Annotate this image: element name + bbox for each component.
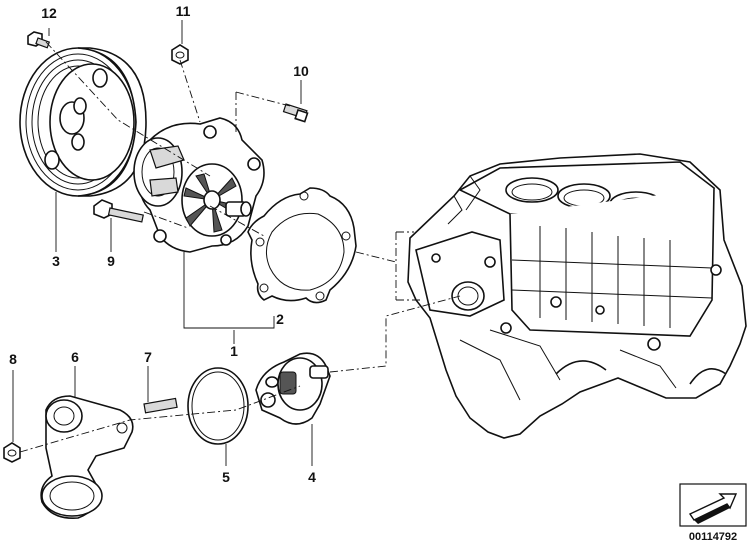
stud-10[interactable]	[282, 103, 309, 123]
callout-3: 3	[52, 253, 60, 269]
water-pump[interactable]	[133, 117, 265, 253]
callout-6: 6	[71, 349, 79, 365]
callout-12: 12	[41, 5, 57, 21]
engine-block	[407, 153, 747, 439]
callout-labels: 12 11 10 3 9 2 1 8 6 7 5 4	[9, 3, 316, 485]
seal-ring-5[interactable]	[187, 367, 249, 445]
callout-11: 11	[176, 3, 191, 19]
direction-arrow-box	[679, 483, 747, 527]
bolt-12[interactable]	[27, 31, 51, 49]
callout-8: 8	[9, 351, 17, 367]
stud-7[interactable]	[143, 397, 178, 414]
leader-lines	[12, 20, 461, 466]
callout-2: 2	[276, 311, 284, 327]
callout-5: 5	[222, 469, 230, 485]
bolt-9[interactable]	[93, 199, 144, 223]
callout-10: 10	[293, 63, 309, 79]
callout-7: 7	[144, 349, 152, 365]
callout-9: 9	[107, 253, 115, 269]
nut-11[interactable]	[171, 44, 189, 65]
arrow-icon	[688, 493, 738, 521]
nut-8[interactable]	[3, 442, 21, 463]
callout-4: 4	[308, 469, 316, 485]
document-number: 00114792	[689, 531, 737, 543]
thermostat-4[interactable]	[255, 352, 331, 425]
callout-1: 1	[230, 343, 238, 359]
gasket-2[interactable]	[247, 187, 357, 304]
pulley[interactable]	[19, 47, 147, 197]
thermostat-housing[interactable]	[40, 395, 134, 519]
